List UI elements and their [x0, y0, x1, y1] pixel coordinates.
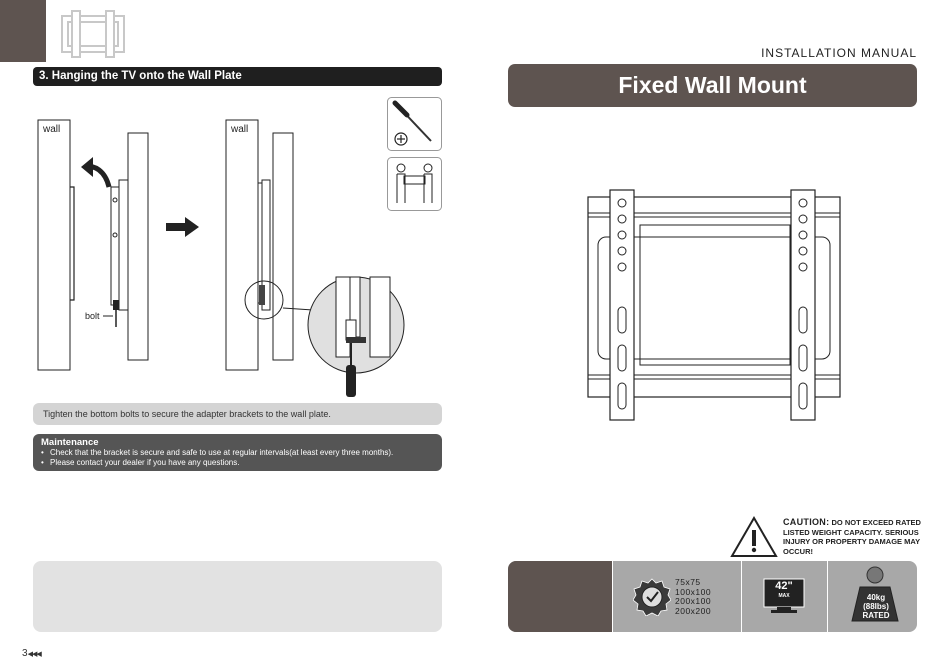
caution-keyword: CAUTION: — [783, 517, 830, 527]
bolt-label: bolt — [85, 311, 100, 321]
screwdriver-handle — [346, 365, 356, 397]
caution-text: CAUTION: DO NOT EXCEED RATED LISTED WEIG… — [783, 517, 923, 556]
two-person-lift-icon — [387, 157, 442, 211]
fixed-wall-mount-drawing — [587, 189, 841, 421]
weight-kg: 40kg — [866, 593, 886, 602]
manual-label: INSTALLATION MANUAL — [761, 46, 917, 60]
spec-vesa-cell: 75x75 100x100 200x100 200x200 — [612, 561, 741, 632]
weight-text: 40kg (88lbs) RATED — [857, 593, 895, 620]
vesa-option: 75x75 — [675, 577, 701, 587]
hanging-tv-diagram: wall bolt wall — [37, 119, 405, 397]
instruction-bar: Tighten the bottom bolts to secure the a… — [33, 403, 442, 425]
wall-label-right: wall — [230, 124, 248, 135]
empty-notes-box — [33, 561, 442, 632]
right-arrow-icon — [166, 217, 199, 237]
page-number-value: 3 — [22, 648, 28, 659]
weight-capacity-icon — [851, 566, 899, 622]
wall-mount-thumbnail-icon — [61, 10, 125, 58]
caution-message: DO NOT EXCEED RATED LISTED WEIGHT CAPACI… — [783, 518, 921, 556]
spec-weight-cell: 40kg (88lbs) RATED — [827, 561, 917, 632]
wall-panel-left — [37, 119, 71, 371]
weight-lbs: (88lbs) — [863, 602, 889, 611]
maintenance-item: Check that the bracket is secure and saf… — [41, 448, 434, 458]
tv-size-max: MAX — [778, 593, 790, 599]
vesa-option: 200x100 — [675, 596, 712, 606]
weight-rated: RATED — [862, 611, 890, 620]
product-title: Fixed Wall Mount — [508, 64, 917, 107]
tv-size-icon — [763, 578, 805, 613]
section-title: 3. Hanging the TV onto the Wall Plate — [33, 67, 442, 86]
phillips-screwdriver-icon — [387, 97, 442, 151]
vesa-option: 100x100 — [675, 586, 712, 597]
maintenance-item: Please contact your dealer if you have a… — [41, 458, 434, 468]
page-arrows: ◀◀◀ — [27, 651, 42, 658]
wall-panel-right — [225, 119, 259, 371]
corner-color-block — [0, 0, 46, 62]
vesa-list: 75x75 100x100 200x100 200x200 — [675, 577, 712, 616]
spec-bar: 75x75 100x100 200x100 200x200 42" MAX 40… — [508, 561, 917, 632]
spec-brand-cell — [508, 561, 612, 632]
vesa-pattern-icon — [633, 578, 671, 616]
warning-triangle-icon — [730, 516, 778, 557]
maintenance-title: Maintenance — [41, 437, 99, 448]
vesa-option: 200x200 — [675, 605, 712, 616]
page-number: 3◀◀◀ — [22, 648, 42, 659]
maintenance-box: Maintenance Check that the bracket is se… — [33, 434, 442, 471]
tv-size-value: 42" — [775, 580, 793, 592]
spec-size-cell: 42" MAX — [741, 561, 827, 632]
wall-label-left: wall — [42, 124, 60, 135]
